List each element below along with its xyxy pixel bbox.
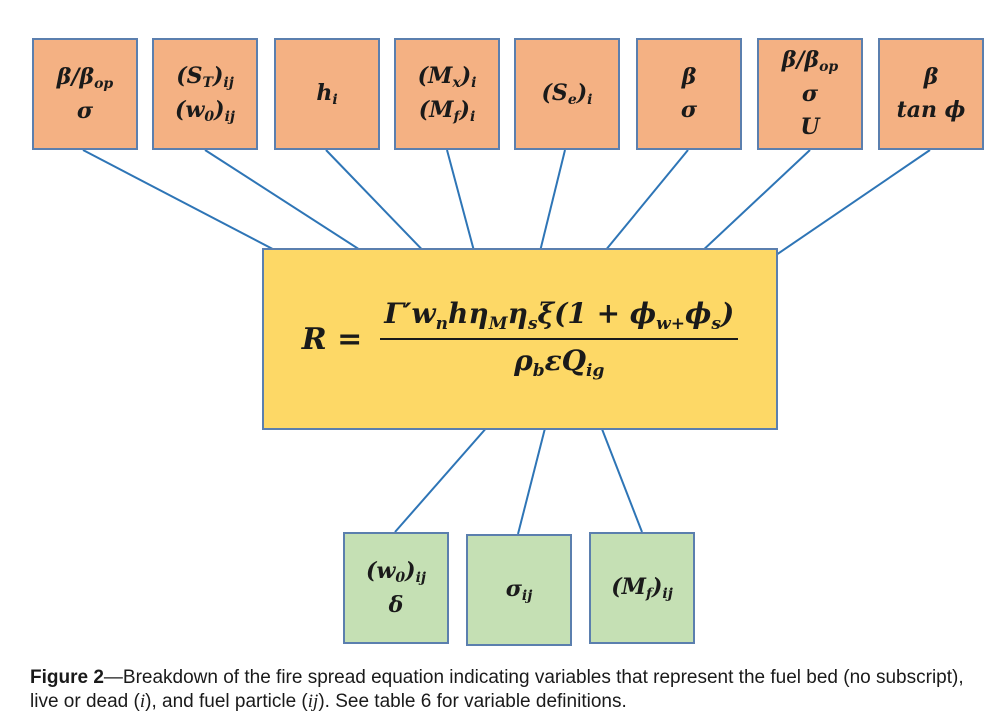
variable-text: (Se)i — [541, 80, 593, 108]
variable-text: δ — [388, 591, 404, 618]
equation-numerator: Γ′wnhηMηsξ(1 + ϕw+ϕs) — [380, 297, 739, 340]
variable-box-10: σij — [466, 534, 572, 646]
caption-live-dead-subscript: i — [139, 691, 146, 712]
variable-text: σ — [680, 97, 698, 123]
figure-caption: Figure 2—Breakdown of the fire spread eq… — [30, 666, 980, 714]
variable-box-5: (Se)i — [514, 38, 620, 150]
variable-text: (ST)ij — [176, 63, 234, 91]
variable-text: σij — [505, 576, 533, 604]
variable-text: (Mf)ij — [611, 574, 673, 602]
variable-text: U — [800, 114, 820, 140]
equation-denominator: ρbεQig — [514, 344, 605, 381]
variable-text: β — [681, 64, 697, 90]
variable-text: (Mf)i — [418, 97, 476, 125]
caption-text-1: —Breakdown of the fire spread equation i… — [30, 667, 964, 712]
variable-text: (w0)ij — [366, 557, 426, 586]
variable-text: β/βop — [781, 47, 839, 75]
variable-box-3: hi — [274, 38, 380, 150]
variable-text: β — [923, 64, 939, 90]
variable-text: σ — [76, 97, 94, 124]
equation-lhs: R = — [301, 321, 363, 357]
variable-text: σ — [801, 81, 819, 107]
variable-box-11: (Mf)ij — [589, 532, 695, 644]
caption-label: Figure 2 — [30, 667, 104, 688]
caption-text-3: ). See table 6 for variable definitions. — [318, 691, 627, 712]
fire-spread-equation: R = Γ′wnhηMηsξ(1 + ϕw+ϕs) ρbεQig — [262, 248, 778, 430]
variable-box-2: (ST)ij (w0)ij — [152, 38, 258, 150]
variable-box-6: β σ — [636, 38, 742, 150]
caption-text-2: ), and fuel particle ( — [145, 691, 308, 712]
variable-box-8: β tan ϕ — [878, 38, 984, 150]
variable-box-7: β/βop σ U — [757, 38, 863, 150]
variable-text: (Mx)i — [417, 63, 477, 91]
variable-box-4: (Mx)i (Mf)i — [394, 38, 500, 150]
variable-text: hi — [316, 80, 338, 108]
variable-text: β/βop — [56, 63, 114, 92]
caption-particle-subscript: ij — [307, 691, 319, 712]
equation-fraction: Γ′wnhηMηsξ(1 + ϕw+ϕs) ρbεQig — [380, 297, 739, 381]
variable-box-9: (w0)ij δ — [343, 532, 449, 644]
variable-text: (w0)ij — [175, 97, 235, 125]
variable-box-1: β/βop σ — [32, 38, 138, 150]
variable-text: tan ϕ — [896, 97, 966, 123]
